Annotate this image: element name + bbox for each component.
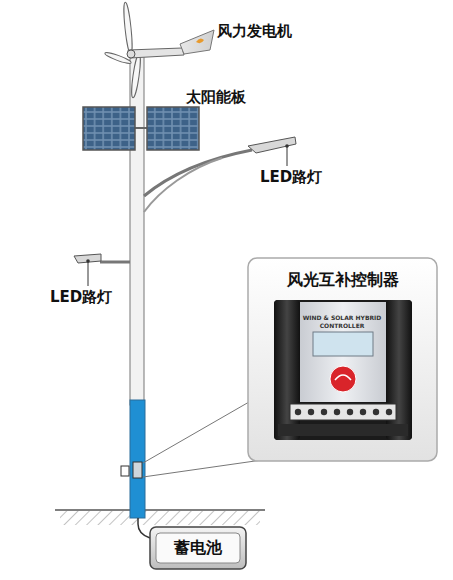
- battery-box: 蓄电池: [150, 527, 246, 569]
- controller-logo-mark: [335, 375, 351, 380]
- led-lamp-head: [248, 137, 296, 153]
- controller-face: [300, 302, 386, 402]
- leader-line: [287, 146, 288, 166]
- terminal-hole: [360, 409, 366, 415]
- controller-base: [278, 424, 408, 436]
- terminal-strip: [290, 404, 396, 420]
- lamp-arm: [100, 261, 130, 264]
- part-label: LED路灯: [50, 288, 112, 306]
- terminal-hole: [295, 409, 301, 415]
- controller-logo: [330, 366, 356, 392]
- part-label: 太阳能板: [186, 88, 246, 106]
- leader-line: [88, 261, 89, 286]
- controller-callout: 风光互补控制器 WIND & SOLAR HYBRID CONTROLLER: [248, 258, 437, 461]
- vane-logo: [196, 38, 204, 43]
- controller-body: [274, 300, 412, 440]
- tail-vane: [180, 30, 214, 54]
- solar-panel: [147, 107, 199, 150]
- leader-dot: [285, 144, 289, 148]
- led-lamp-head: [74, 254, 101, 263]
- lcd-screen: [313, 332, 373, 356]
- turbine-blade: [122, 2, 133, 54]
- pole-base: [130, 400, 145, 518]
- callout-panel: [248, 258, 437, 461]
- terminal-hole: [334, 409, 340, 415]
- nacelle: [128, 48, 184, 58]
- callout-line: [143, 460, 262, 477]
- turbine-blade: [130, 54, 142, 98]
- callout-line: [143, 402, 249, 463]
- solar-panel: [83, 107, 135, 150]
- terminal-hole: [308, 409, 314, 415]
- terminal-hole: [321, 409, 327, 415]
- part-label: LED路灯: [260, 168, 322, 186]
- access-door: [133, 462, 142, 478]
- battery-case: [150, 527, 246, 569]
- lamp-arm-brace: [144, 158, 222, 212]
- turbine-hub: [127, 50, 135, 58]
- ground-line: [55, 509, 265, 511]
- lamp-arm: [144, 150, 252, 196]
- terminal-hole: [373, 409, 379, 415]
- ground-hatch: [60, 511, 260, 525]
- node-title: 蓄电池: [150, 538, 246, 557]
- leader-dot: [86, 259, 90, 263]
- node-title: 风光互补控制器: [248, 270, 437, 289]
- battery-wire: [138, 518, 150, 538]
- part-label: 风力发电机: [217, 22, 292, 40]
- device-text: WIND & SOLAR HYBRID CONTROLLER: [300, 314, 384, 329]
- terminal-hole: [347, 409, 353, 415]
- terminal-holes: [295, 409, 392, 415]
- terminal-hole: [386, 409, 392, 415]
- door-latch: [121, 466, 129, 476]
